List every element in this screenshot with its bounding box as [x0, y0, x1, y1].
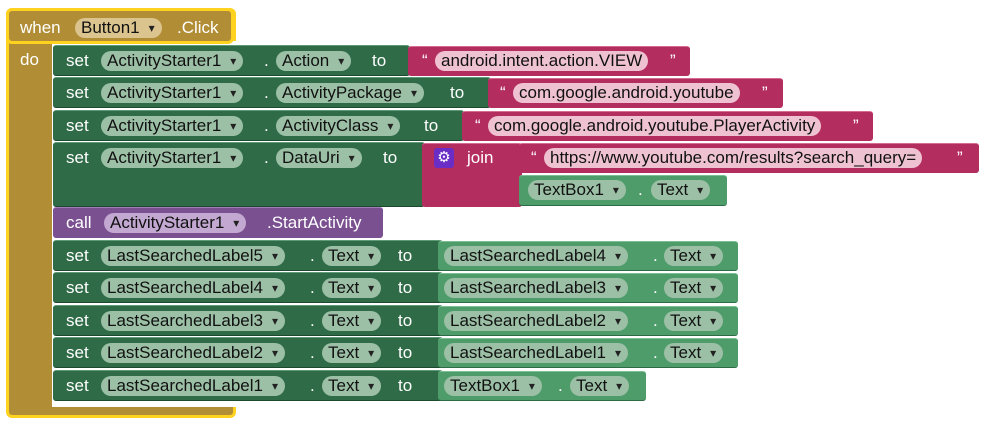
getter-component-dropdown[interactable]: TextBox1: [528, 180, 626, 200]
set-keyword: set: [66, 246, 89, 265]
to-keyword: to: [450, 83, 465, 102]
set-keyword: set: [66, 116, 89, 135]
to-keyword: to: [398, 311, 413, 330]
dot: .: [264, 51, 269, 70]
property-dropdown[interactable]: ActivityPackage: [276, 83, 424, 103]
event-name: .Click: [177, 18, 219, 37]
set-keyword: set: [66, 83, 89, 102]
getter-property-dropdown[interactable]: Text: [570, 376, 630, 396]
set-keyword: set: [66, 376, 89, 395]
getter-component-dropdown[interactable]: TextBox1: [444, 376, 542, 396]
getter-property-dropdown[interactable]: Text: [651, 180, 711, 200]
dot: .: [558, 376, 563, 395]
dot: .: [653, 311, 658, 330]
set-keyword: set: [66, 278, 89, 297]
property-dropdown[interactable]: Text: [322, 376, 382, 396]
getter-property-dropdown[interactable]: Text: [664, 278, 724, 298]
dot: .: [310, 246, 315, 265]
getter-property-dropdown[interactable]: Text: [664, 246, 724, 266]
to-keyword: to: [372, 51, 387, 70]
dot: .: [264, 116, 269, 135]
set-keyword: set: [66, 148, 89, 167]
getter-property-dropdown[interactable]: Text: [664, 311, 724, 331]
do-keyword: do: [20, 50, 39, 69]
to-keyword: to: [398, 343, 413, 362]
component-dropdown[interactable]: ActivityStarter1: [101, 51, 244, 71]
to-keyword: to: [398, 278, 413, 297]
set-keyword: set: [66, 311, 89, 330]
component-dropdown[interactable]: LastSearchedLabel3: [101, 311, 285, 331]
property-dropdown[interactable]: DataUri: [276, 148, 362, 168]
dot: .: [653, 246, 658, 265]
close-quote: ”: [670, 51, 676, 70]
event-component-dropdown[interactable]: Button1: [75, 18, 162, 38]
dot: .: [638, 180, 643, 199]
getter-component-dropdown[interactable]: LastSearchedLabel1: [444, 343, 628, 363]
dot: .: [310, 311, 315, 330]
property-dropdown[interactable]: Text: [322, 278, 382, 298]
call-keyword: call: [66, 213, 92, 232]
when-keyword: when: [20, 18, 61, 37]
component-dropdown[interactable]: ActivityStarter1: [101, 83, 244, 103]
getter-component-dropdown[interactable]: LastSearchedLabel2: [444, 311, 628, 331]
component-dropdown[interactable]: ActivityStarter1: [101, 148, 244, 168]
open-quote: “: [475, 116, 481, 135]
string-value[interactable]: com.google.android.youtube: [513, 83, 740, 103]
component-dropdown[interactable]: LastSearchedLabel5: [101, 246, 285, 266]
dot: .: [310, 376, 315, 395]
close-quote: ”: [957, 148, 963, 167]
call-component-dropdown[interactable]: ActivityStarter1: [104, 213, 247, 233]
string-value[interactable]: android.intent.action.VIEW: [435, 51, 649, 71]
string-value[interactable]: https://www.youtube.com/results?search_q…: [544, 148, 923, 168]
close-quote: ”: [853, 116, 859, 135]
component-dropdown[interactable]: ActivityStarter1: [101, 116, 244, 136]
dot: .: [310, 278, 315, 297]
getter-property-dropdown[interactable]: Text: [664, 343, 724, 363]
component-dropdown[interactable]: LastSearchedLabel1: [101, 376, 285, 396]
open-quote: “: [500, 83, 506, 102]
to-keyword: to: [424, 116, 439, 135]
property-dropdown[interactable]: Action: [276, 51, 352, 71]
component-dropdown[interactable]: LastSearchedLabel2: [101, 343, 285, 363]
component-dropdown[interactable]: LastSearchedLabel4: [101, 278, 285, 298]
set-keyword: set: [66, 51, 89, 70]
property-dropdown[interactable]: Text: [322, 246, 382, 266]
dot: .: [653, 278, 658, 297]
getter-component-dropdown[interactable]: LastSearchedLabel4: [444, 246, 628, 266]
join-keyword: join: [467, 148, 494, 167]
gear-icon[interactable]: ⚙: [434, 148, 454, 168]
property-dropdown[interactable]: ActivityClass: [276, 116, 401, 136]
to-keyword: to: [383, 148, 398, 167]
string-value[interactable]: com.google.android.youtube.PlayerActivit…: [488, 116, 822, 136]
dot: .: [310, 343, 315, 362]
open-quote: “: [422, 51, 428, 70]
method-name: .StartActivity: [267, 213, 362, 232]
property-dropdown[interactable]: Text: [322, 343, 382, 363]
set-keyword: set: [66, 343, 89, 362]
dot: .: [264, 83, 269, 102]
close-quote: ”: [762, 83, 768, 102]
to-keyword: to: [398, 376, 413, 395]
open-quote: “: [531, 148, 537, 167]
property-dropdown[interactable]: Text: [322, 311, 382, 331]
to-keyword: to: [398, 246, 413, 265]
dot: .: [264, 148, 269, 167]
dot: .: [653, 343, 658, 362]
getter-component-dropdown[interactable]: LastSearchedLabel3: [444, 278, 628, 298]
